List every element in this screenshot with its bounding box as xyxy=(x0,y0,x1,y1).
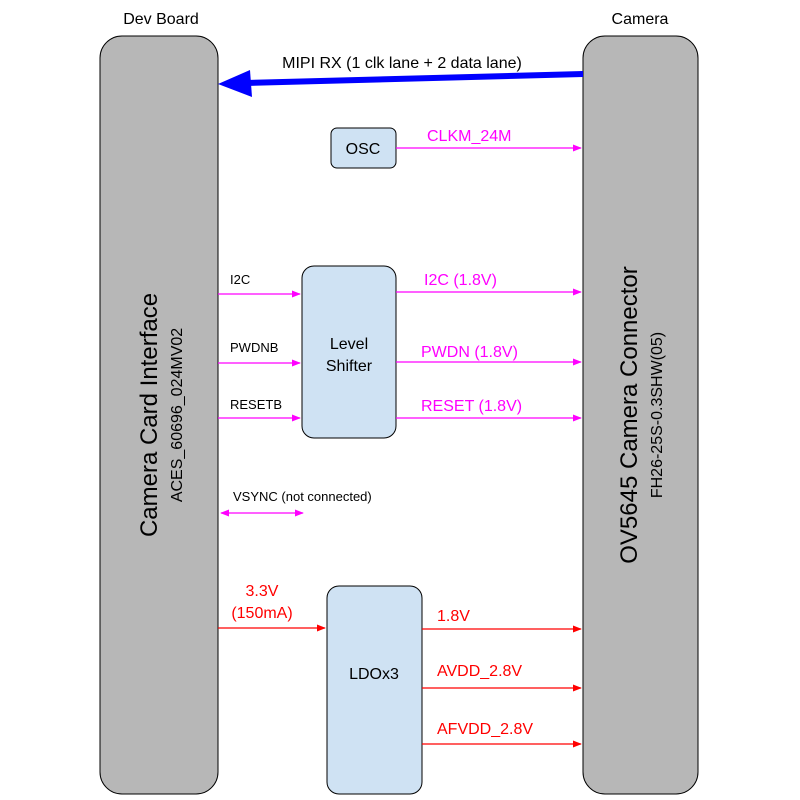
pwdn-out-label: PWDN (1.8V) xyxy=(421,344,518,361)
ldo-in-label-2: (150mA) xyxy=(231,605,292,622)
clkm-label: CLKM_24M xyxy=(427,128,511,145)
pwdnb-in-label: PWDNB xyxy=(230,340,278,355)
level-shifter-label-1: Level xyxy=(330,336,368,353)
ldo-out-1v8-label: 1.8V xyxy=(437,608,470,625)
mipi-arrow-head xyxy=(218,70,252,97)
i2c-in-label: I2C xyxy=(230,272,250,287)
camera-bar xyxy=(582,35,699,795)
ldo-in-label-1: 3.3V xyxy=(246,583,279,600)
reset-out-label: RESET (1.8V) xyxy=(421,398,522,415)
vsync-label: VSYNC (not connected) xyxy=(233,489,372,504)
ldo-out-avdd-label: AVDD_2.8V xyxy=(437,663,522,680)
level-shifter-box xyxy=(301,265,397,439)
dev-board-header: Dev Board xyxy=(123,11,199,28)
ldo-out-afvdd-label: AFVDD_2.8V xyxy=(437,721,533,738)
ldo-box xyxy=(326,585,423,795)
camera-card-interface-title: Camera Card Interface xyxy=(136,293,163,537)
osc-label: OSC xyxy=(346,141,381,158)
camera-card-interface-part: ACES_60696_024MV02 xyxy=(169,328,186,502)
camera-connector-part: FH26-25S-0.3SHW(05) xyxy=(649,332,666,498)
camera-connector-title: OV5645 Camera Connector xyxy=(616,266,643,564)
i2c-out-label: I2C (1.8V) xyxy=(424,272,497,289)
resetb-in-label: RESETB xyxy=(230,397,282,412)
camera-header: Camera xyxy=(612,11,669,28)
level-shifter-label-2: Shifter xyxy=(326,358,373,375)
mipi-label: MIPI RX (1 clk lane + 2 data lane) xyxy=(282,55,522,72)
mipi-arrow-shaft xyxy=(245,71,584,86)
ldo-label: LDOx3 xyxy=(349,666,399,683)
dev-board-bar xyxy=(99,35,219,795)
